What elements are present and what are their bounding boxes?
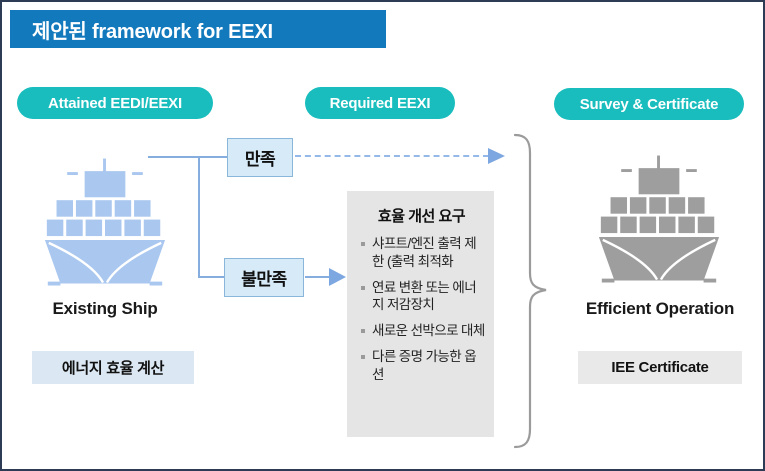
unsatisfied-box: 불만족 <box>224 258 304 297</box>
stage-pill-required-eexi: Required EEXI <box>305 87 455 119</box>
page-title: 제안된 framework for EEXI <box>10 10 386 48</box>
connector-branch-to-unsatisfied <box>198 276 224 278</box>
list-item: 새로운 선박으로 대체 <box>359 322 485 340</box>
curly-brace-icon <box>513 133 547 449</box>
solid-arrowhead-icon <box>329 268 346 286</box>
stage-pill-attained-eedi-eexi: Attained EEDI/EEXI <box>17 87 213 119</box>
existing-ship-icon <box>42 153 168 297</box>
improvement-title: 효율 개선 요구 <box>377 208 466 225</box>
satisfied-box: 만족 <box>227 138 293 177</box>
efficient-operation-label: Efficient Operation <box>585 299 735 318</box>
solid-arrow-line <box>305 276 332 278</box>
existing-ship-label: Existing Ship <box>52 299 158 318</box>
energy-efficiency-calc-box: 에너지 효율 계산 <box>32 351 194 384</box>
connector-ship-to-satisfied <box>148 156 227 158</box>
list-item: 연료 변환 또는 에너지 저감장치 <box>359 279 485 315</box>
list-item: 다른 증명 가능한 옵션 <box>359 348 485 384</box>
improvement-requirements-box: 효율 개선 요구 샤프트/엔진 출력 제한 (출력 최적화 연료 변환 또는 에… <box>347 191 494 437</box>
efficient-ship-icon <box>596 150 722 294</box>
bullet-icon <box>361 285 365 290</box>
connector-branch-vertical <box>198 156 200 278</box>
list-item: 샤프트/엔진 출력 제한 (출력 최적화 <box>359 235 485 271</box>
bullet-icon <box>361 329 365 334</box>
dashed-arrow-line <box>295 155 489 157</box>
improvement-item-text: 새로운 선박으로 대체 <box>372 323 485 339</box>
stage-pill-survey-certificate: Survey & Certificate <box>554 88 744 120</box>
iee-certificate-box: IEE Certificate <box>578 351 742 384</box>
bullet-icon <box>361 242 365 246</box>
improvement-item-text: 다른 증명 가능한 옵션 <box>372 349 477 382</box>
dashed-arrowhead-icon <box>488 148 505 164</box>
bullet-icon <box>361 355 365 360</box>
improvement-item-text: 샤프트/엔진 출력 제한 (출력 최적화 <box>372 236 477 269</box>
improvement-item-text: 연료 변환 또는 에너지 저감장치 <box>372 279 477 313</box>
